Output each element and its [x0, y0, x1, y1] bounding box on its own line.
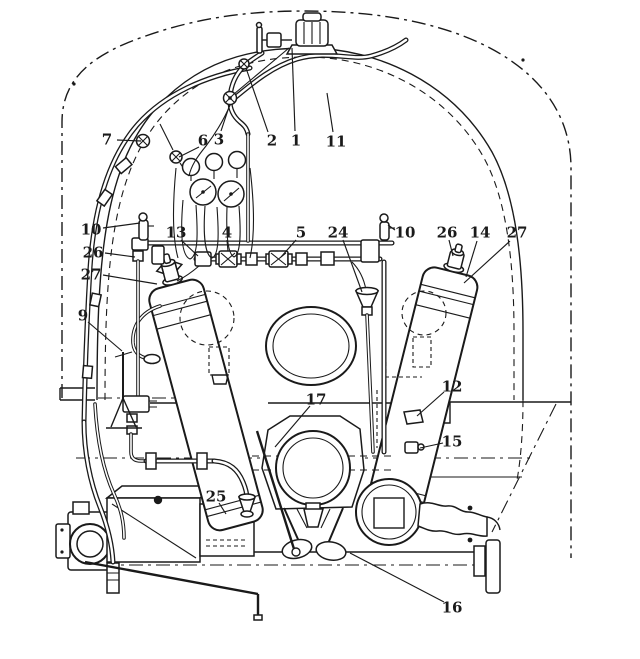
drain-handle	[84, 560, 260, 617]
callout-label-13: 13	[166, 224, 187, 242]
elbow-13	[194, 251, 212, 267]
left-roof-pipe	[81, 65, 253, 565]
callout-label-9: 9	[78, 307, 88, 325]
center-port-oval	[265, 306, 357, 386]
valve-10-right	[379, 221, 390, 241]
hose-foot	[143, 353, 161, 365]
callout-label-5: 5	[296, 224, 306, 242]
down-elbow-pipe	[485, 539, 501, 594]
callout-label-7: 7	[102, 131, 112, 149]
hidden-port-dashed	[179, 290, 235, 346]
callout-label-3: 3	[214, 131, 224, 149]
battery-box	[104, 485, 255, 594]
callout-label-14: 14	[470, 224, 491, 242]
tank-cap	[454, 243, 463, 254]
right-tank	[367, 243, 479, 516]
callout-label-11: 11	[326, 133, 347, 151]
roof-horn	[255, 12, 339, 55]
tank-bracket	[403, 409, 424, 425]
callout-leader-10	[387, 224, 396, 231]
roof-hoses	[188, 37, 409, 243]
small-gauge	[181, 157, 201, 177]
callout-label-2: 2	[267, 132, 277, 150]
wing-nut-cap	[155, 261, 184, 275]
callout-leader-4	[226, 239, 229, 252]
shutoff-cock	[266, 32, 282, 48]
rod-17	[255, 430, 296, 550]
pipe-clamp	[95, 188, 114, 208]
callout-leader-25	[218, 502, 227, 515]
pipe-clamp	[88, 292, 103, 308]
callout-leader-26	[448, 239, 454, 257]
callout-leader-3	[220, 103, 231, 132]
pipe-clamp	[81, 364, 94, 380]
inline-filter	[151, 245, 165, 265]
horn-funnel	[281, 538, 313, 560]
callout-leader-5	[280, 239, 297, 258]
callout-leader-6	[178, 146, 200, 158]
tripod-stand	[106, 351, 142, 429]
callout-leader-17	[274, 405, 311, 448]
rods	[84, 430, 301, 621]
small-gauge	[227, 150, 247, 170]
callout-label-26: 26	[437, 224, 458, 242]
callout-leader-10	[102, 222, 141, 229]
gauge-panel	[172, 150, 254, 260]
horn-funnel	[315, 541, 347, 561]
callout-label-16: 16	[442, 599, 463, 617]
callout-label-15: 15	[442, 433, 463, 451]
callout-label-17: 17	[306, 391, 327, 409]
valve-10-left	[138, 219, 149, 241]
callout-leader-12	[416, 391, 445, 417]
callout-leader-2	[245, 67, 269, 133]
callout-label-12: 12	[442, 378, 463, 396]
pipe-clamp	[114, 156, 133, 175]
callout-label-4: 4	[222, 224, 232, 242]
callout-leader-1	[291, 47, 296, 132]
callout-leader-13	[180, 239, 199, 257]
callout-leader-11	[326, 92, 334, 133]
right-pipe-assembly	[417, 502, 501, 594]
callout-leader-24	[342, 239, 363, 293]
small-gauge	[204, 152, 224, 172]
callout-leader-26	[104, 252, 136, 258]
callout-label-24: 24	[328, 224, 349, 242]
print-speck	[72, 82, 76, 86]
hanger-bracket	[473, 545, 486, 577]
callout-label-10: 10	[395, 224, 416, 242]
callout-leader-14	[465, 240, 478, 278]
manifold	[131, 212, 395, 455]
callout-label-25: 25	[206, 488, 227, 506]
box-knob	[153, 495, 163, 505]
callout-label-27: 27	[81, 266, 102, 284]
hidden-port-dashed	[401, 290, 447, 336]
fitting-15	[404, 441, 419, 454]
engine-housing	[252, 415, 392, 561]
callout-leader-27	[463, 240, 511, 284]
bell	[355, 478, 423, 546]
callout-leader-9	[87, 321, 123, 352]
callout-leader-16	[349, 552, 445, 603]
callout-label-6: 6	[198, 132, 208, 150]
callout-leader-27	[102, 274, 158, 285]
print-speck	[521, 58, 525, 62]
callout-leader-15	[419, 442, 444, 449]
callout-label-10: 10	[81, 221, 102, 239]
callout-label-1: 1	[291, 132, 301, 150]
callout-leader-7	[116, 139, 142, 142]
callout-label-26: 26	[83, 244, 104, 262]
callout-label-27: 27	[507, 224, 528, 242]
